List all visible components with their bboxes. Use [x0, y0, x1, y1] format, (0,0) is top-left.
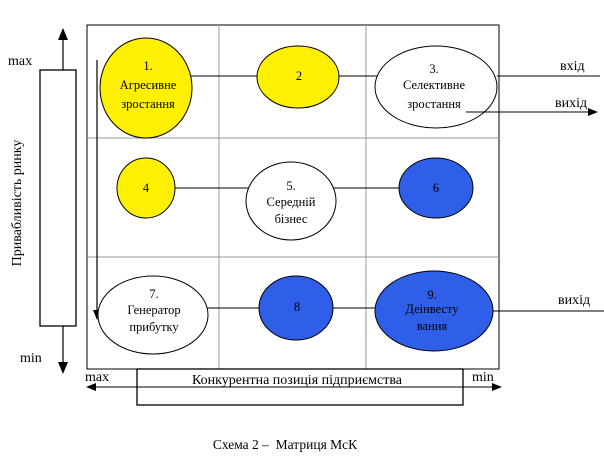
y-axis-title-box	[39, 69, 77, 327]
x-axis-title: Конкурентна позиція підприємства	[192, 373, 403, 388]
cell-6-number: 6	[433, 181, 439, 195]
ellipse-6	[398, 157, 474, 219]
cell-5-line-1: Середній	[267, 195, 316, 209]
flow-out-label-2: вихід	[558, 293, 590, 308]
cell-2-number: 2	[296, 69, 302, 83]
ellipse-7	[97, 275, 209, 355]
cell-5-line-2: бізнес	[275, 212, 308, 226]
y-axis-title: Привабливість ринку	[10, 140, 25, 267]
cell-8-number: 8	[294, 300, 300, 314]
x-axis-min-label: min	[472, 370, 494, 385]
y-axis-arrowhead-up	[58, 28, 68, 40]
diagram-caption: Схема 2 – Матриця МсК	[213, 437, 358, 452]
cell-1-line-2: зростання	[121, 97, 175, 111]
cell-1-line-1: Агресивне	[120, 78, 177, 92]
flow-out-label-1: вихід	[555, 96, 587, 111]
cell-3-line-1: Селективне	[403, 78, 465, 92]
cell-5-number: 5.	[286, 179, 295, 193]
y-axis-max-label: max	[8, 54, 32, 69]
ellipse-2	[256, 45, 340, 109]
cell-7-number: 7.	[149, 287, 158, 301]
cell-7-line-1: Генератор	[127, 303, 180, 317]
ellipse-4	[116, 157, 176, 219]
y-axis-min-label: min	[20, 351, 42, 366]
ellipse-8	[258, 275, 334, 341]
y-axis-arrowhead-down	[58, 362, 68, 374]
x-axis-arrowhead-right	[492, 383, 502, 391]
flow-in-label: вхід	[560, 59, 585, 74]
cell-3-number: 3.	[429, 62, 438, 76]
ellipse-5	[245, 161, 337, 241]
cell-7-line-2: прибутку	[129, 320, 179, 334]
cell-1-number: 1.	[143, 59, 152, 73]
ellipse-1	[99, 37, 193, 139]
cell-4-number: 4	[143, 181, 150, 195]
cell-3-line-2: зростання	[407, 97, 461, 111]
cell-9-line-1: Деінвесту	[405, 302, 459, 316]
x-axis-arrowhead-left	[86, 383, 96, 391]
ellipse-3	[374, 45, 498, 129]
flow-out-arrowhead-1	[588, 108, 598, 116]
cell-9-line-2: вання	[417, 319, 448, 333]
cell-9-number: 9.	[427, 288, 436, 302]
x-axis-max-label: max	[85, 370, 109, 385]
